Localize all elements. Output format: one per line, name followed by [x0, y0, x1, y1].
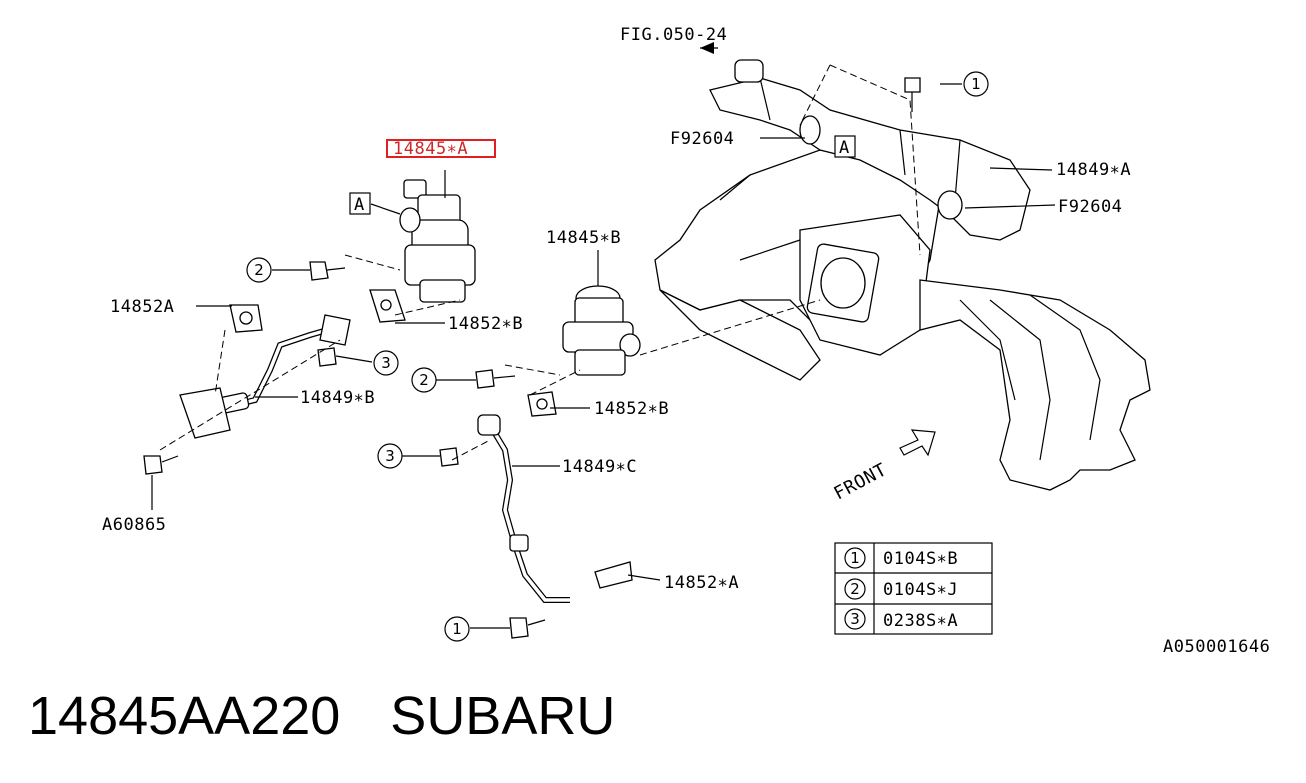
front-indicator: FRONT	[830, 429, 936, 504]
label-pipe-c: 14849∗C	[562, 457, 637, 477]
svg-text:3: 3	[385, 447, 395, 465]
label-pipe-b: 14849∗B	[300, 388, 375, 408]
callout-1-bottom: 1	[444, 616, 470, 642]
svg-text:3: 3	[381, 354, 391, 372]
part-number: 14845AA220	[28, 686, 341, 746]
ref-box-a-top: A	[834, 135, 856, 158]
label-gasket-a-lower: 14852∗A	[664, 573, 739, 593]
pipe-14849b	[179, 314, 351, 439]
svg-text:0104S∗J: 0104S∗J	[883, 580, 958, 600]
label-gasket-b-upper: 14852∗B	[448, 314, 523, 334]
brand-name: SUBARU	[390, 686, 616, 746]
pipe-14849c	[477, 414, 633, 603]
egr-valve-14845b	[562, 250, 641, 376]
svg-text:3: 3	[850, 610, 860, 628]
ref-box-a-left: A	[349, 192, 371, 215]
callout-2-mid: 2	[411, 367, 437, 393]
label-valve-a: 14845∗A	[393, 139, 468, 159]
label-diagram-id: A050001646	[1163, 637, 1270, 657]
part-caption: 14845AA220 SUBARU	[28, 684, 615, 748]
callout-3-mid: 3	[377, 443, 403, 469]
svg-text:1: 1	[452, 620, 462, 638]
svg-text:1: 1	[850, 549, 860, 567]
label-front: FRONT	[830, 459, 890, 504]
callout-1-top: 1	[963, 71, 989, 97]
svg-text:2: 2	[850, 580, 860, 598]
front-arrow-icon	[899, 429, 936, 457]
label-valve-b: 14845∗B	[546, 228, 621, 248]
legend-table: 1 0104S∗B 2 0104S∗J 3 0238S∗A	[834, 542, 993, 635]
alignment-lines	[159, 254, 821, 461]
fasteners	[143, 77, 921, 639]
highlight-box	[386, 139, 496, 158]
label-pipe-a: 14849∗A	[1056, 160, 1131, 180]
label-fig-ref: FIG.050-24	[620, 25, 727, 45]
svg-text:0104S∗B: 0104S∗B	[883, 549, 958, 569]
label-bolt-ref: A60865	[102, 515, 166, 535]
svg-text:A: A	[354, 195, 365, 215]
label-gasket-a-left: 14852A	[110, 297, 174, 317]
gaskets	[229, 289, 557, 417]
callout-3-left: 3	[373, 350, 399, 376]
label-gasket-b-lower: 14852∗B	[594, 399, 669, 419]
pipe-14849a	[709, 59, 1031, 256]
svg-text:0238S∗A: 0238S∗A	[883, 611, 958, 631]
leader-lines	[151, 47, 1056, 629]
callout-2-left: 2	[246, 257, 272, 283]
svg-text:2: 2	[254, 261, 264, 279]
legend-row: 3 0238S∗A	[844, 608, 958, 631]
egr-valve-14845a	[399, 170, 476, 303]
label-clamp-right: F92604	[1058, 197, 1122, 217]
label-clamp-top: F92604	[670, 129, 734, 149]
svg-text:2: 2	[419, 371, 429, 389]
fig-arrow-icon	[700, 42, 714, 54]
svg-text:1: 1	[971, 75, 981, 93]
legend-row: 2 0104S∗J	[844, 578, 958, 600]
intake-manifold	[654, 149, 1151, 491]
svg-text:A: A	[839, 138, 850, 158]
legend-row: 1 0104S∗B	[844, 547, 958, 569]
